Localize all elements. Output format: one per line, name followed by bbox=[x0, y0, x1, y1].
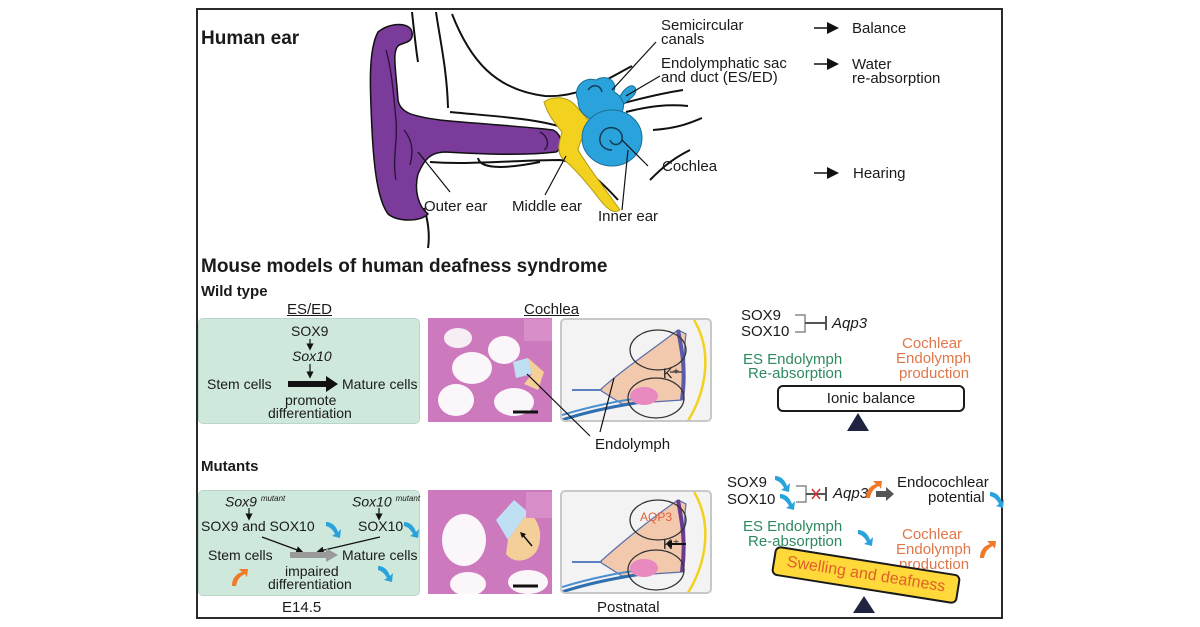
wt-coch-2: Endolymph bbox=[896, 350, 972, 367]
leader-outer-ear bbox=[417, 151, 451, 193]
mut-endocochlear-2: potential bbox=[928, 489, 985, 506]
lower-outline bbox=[477, 157, 541, 168]
label-outer-ear: Outer ear bbox=[424, 198, 488, 215]
mut-es-2: Re-absorption bbox=[748, 533, 843, 550]
mut-impaired: impaired bbox=[285, 563, 339, 579]
wt-esed-panel bbox=[198, 318, 420, 424]
function-balance: Balance bbox=[852, 20, 907, 37]
mutants-label: Mutants bbox=[201, 458, 259, 475]
skull-outline-1 bbox=[435, 11, 449, 109]
wt-k-plus: K⁺ bbox=[663, 365, 680, 381]
mut-endocochlear-1: Endocochlear bbox=[897, 474, 989, 491]
label-cochlea: Cochlea bbox=[662, 158, 718, 175]
down-trend-arrow-icon bbox=[326, 522, 419, 582]
wt-histology-image bbox=[428, 318, 552, 422]
leader-semicircular bbox=[611, 41, 657, 91]
up-trend-arrow-icon bbox=[232, 569, 248, 586]
mut-coch-1: Cochlear bbox=[902, 526, 963, 543]
ionic-balance-box: Ionic balance bbox=[777, 385, 965, 412]
human-ear-title: Human ear bbox=[201, 28, 300, 49]
label-semicircular: Semicircular bbox=[661, 17, 744, 34]
mut-coch-2: Endolymph bbox=[896, 541, 972, 558]
wt-reg-sox10: SOX10 bbox=[741, 323, 790, 340]
wt-aqp3: Aqp3 bbox=[832, 315, 868, 332]
label-inner-ear: Inner ear bbox=[598, 208, 659, 225]
leader-inner-ear bbox=[621, 149, 629, 211]
mut-es-1: ES Endolymph bbox=[743, 518, 843, 535]
canal-outline-top bbox=[449, 111, 559, 127]
ear-anatomy-illustration bbox=[369, 11, 703, 249]
function-arrows bbox=[814, 22, 839, 179]
function-hearing: Hearing bbox=[853, 165, 906, 182]
head-outline bbox=[411, 11, 419, 63]
mut-aqp3: Aqp3 bbox=[833, 485, 869, 502]
wild-type-label: Wild type bbox=[201, 283, 268, 300]
leader-cochlea bbox=[621, 139, 649, 167]
mut-reg-sox10: SOX10 bbox=[727, 491, 776, 508]
promote-arrow-icon bbox=[288, 376, 338, 392]
inner-line-2 bbox=[625, 104, 689, 113]
stage-postnatal: Postnatal bbox=[597, 599, 660, 616]
inner-line-4 bbox=[649, 149, 691, 181]
outer-ear-shape bbox=[369, 23, 562, 221]
wt-stem-cells: Stem cells bbox=[207, 376, 272, 392]
inner-line-3 bbox=[652, 117, 703, 131]
function-water-1: Water bbox=[852, 56, 892, 73]
wt-sox10: Sox10 bbox=[292, 348, 332, 364]
mouse-models-title: Mouse models of human deafness syndrome bbox=[201, 256, 608, 277]
wt-es-1: ES Endolymph bbox=[743, 351, 843, 368]
inner-ear-shape bbox=[576, 77, 643, 167]
wt-reg-sox9: SOX9 bbox=[741, 307, 782, 324]
wt-cochlea-diagram: K⁺ bbox=[560, 318, 712, 422]
col-header-esed: ES/ED bbox=[287, 301, 333, 318]
wt-promote: promote bbox=[285, 392, 337, 408]
mut-reg-sox9: SOX9 bbox=[727, 474, 768, 491]
mut-mature-cells: Mature cells bbox=[342, 547, 418, 563]
mut-k-plus: K⁺ bbox=[663, 536, 680, 552]
mut-histology-image bbox=[428, 490, 552, 594]
up-trend-arrow-icon bbox=[866, 481, 996, 558]
label-canals: canals bbox=[661, 31, 705, 48]
leader-esed bbox=[625, 75, 661, 97]
wt-coch-3: production bbox=[899, 365, 970, 382]
mut-sox9-and-sox10: SOX9 and SOX10 bbox=[201, 518, 315, 534]
mut-aqp3-protein: AQP3 bbox=[640, 510, 673, 524]
mut-sox9-gene: Sox9 mutant bbox=[225, 493, 286, 510]
label-esed-2: and duct (ES/ED) bbox=[661, 69, 778, 86]
middle-ear-shape bbox=[543, 97, 621, 213]
mut-stem-cells: Stem cells bbox=[208, 547, 273, 563]
wt-mature-cells: Mature cells bbox=[342, 376, 418, 392]
label-middle-ear: Middle ear bbox=[512, 198, 583, 215]
leader-middle-ear bbox=[544, 155, 567, 196]
mut-cochlea-diagram: AQP3 K⁺ bbox=[560, 490, 712, 594]
mut-sox10: SOX10 bbox=[358, 518, 404, 534]
down-trend-arrow-icon bbox=[775, 476, 1004, 546]
inner-line-1 bbox=[619, 89, 684, 105]
wt-coch-1: Cochlear bbox=[902, 335, 963, 352]
mut-sox10-gene: Sox10 mutant bbox=[352, 493, 421, 510]
wt-sox9: SOX9 bbox=[291, 323, 329, 339]
wt-es-2: Re-absorption bbox=[748, 365, 843, 382]
col-header-cochlea: Cochlea bbox=[524, 301, 580, 318]
label-esed-1: Endolymphatic sac bbox=[661, 55, 787, 72]
wt-endolymph-label: Endolymph bbox=[595, 436, 671, 453]
impaired-arrow-icon bbox=[290, 548, 338, 562]
function-water-2: re-absorption bbox=[852, 70, 941, 87]
stage-e14-5: E14.5 bbox=[282, 599, 322, 616]
wt-differentiation: differentiation bbox=[268, 405, 352, 421]
mut-differentiation: differentiation bbox=[268, 576, 352, 592]
